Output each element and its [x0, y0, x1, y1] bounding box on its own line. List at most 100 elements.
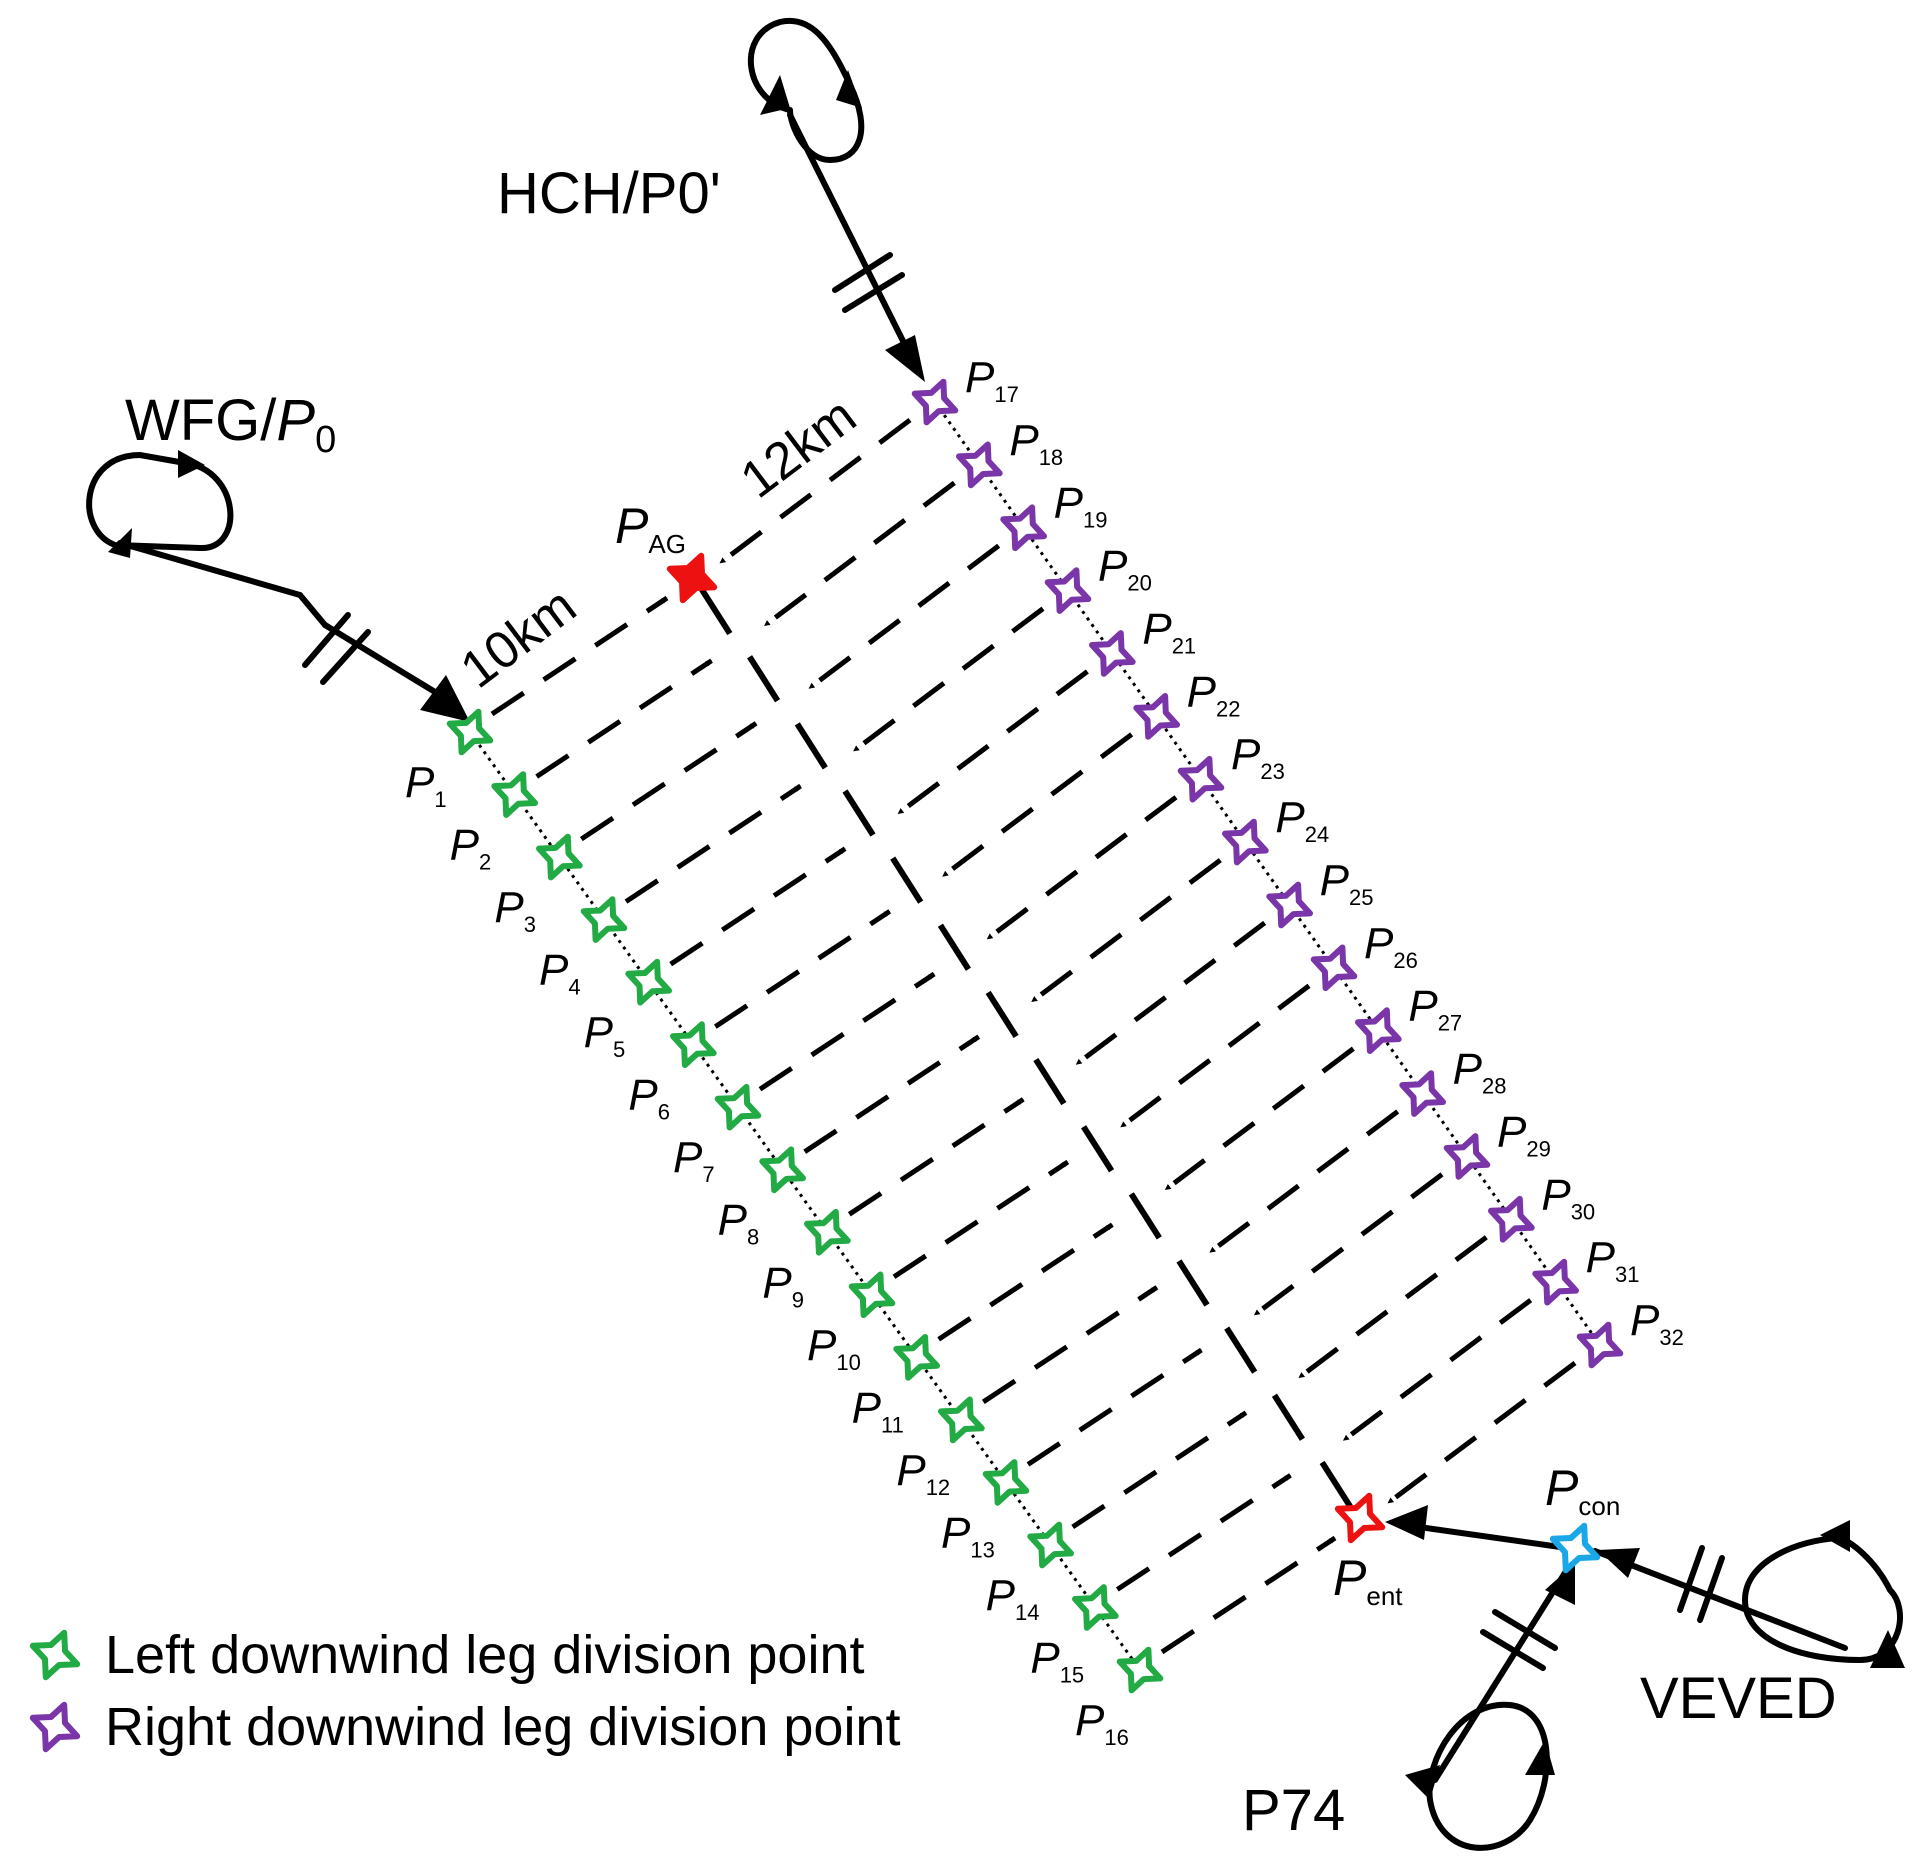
left-division-point: [848, 1271, 896, 1319]
right-point-label: P18: [1009, 416, 1063, 470]
veved-break-1: [1677, 1545, 1705, 1613]
wfg-track-3: [322, 622, 443, 698]
right-downwind-leg: [933, 401, 1602, 1346]
p74-track-arrowhead: [1545, 1563, 1575, 1605]
wfg-label: WFG/P0: [125, 388, 336, 461]
merge-tick: [794, 722, 828, 770]
left-shortcut-path: [937, 1222, 1114, 1342]
left-division-point: [446, 708, 494, 756]
right-point-label: P31: [1586, 1233, 1640, 1287]
right-division-point: [1177, 755, 1225, 803]
right-shortcut-path: [763, 480, 956, 628]
right-division-point: [1399, 1070, 1446, 1117]
hch-break-2: [842, 272, 905, 313]
right-division-point: [1133, 693, 1180, 740]
pcon-to-pent-arrowhead: [1385, 1505, 1428, 1540]
hch-holding-pattern: [747, 17, 865, 164]
right-division-point: [1044, 567, 1092, 614]
p74-holding-arrowhead-left: [1405, 1765, 1440, 1800]
right-point-label: P20: [1098, 542, 1152, 596]
hch-holding-arrowhead-left: [760, 75, 790, 115]
legend-right-star-icon: [29, 1701, 81, 1753]
route-lines: [86, 17, 1905, 1851]
left-shortcut-path: [713, 909, 892, 1029]
left-division-point: [804, 1208, 851, 1256]
merge-tick: [747, 655, 781, 703]
p74-break-2: [1492, 1609, 1558, 1651]
hch-holding-arrowhead-right: [836, 70, 862, 108]
right-shortcut-path: [941, 732, 1134, 879]
left-point-label: P13: [941, 1508, 995, 1562]
merge-tick: [699, 587, 733, 636]
right-division-point: [1355, 1007, 1402, 1054]
hch-break-1: [832, 252, 893, 293]
right-shortcut-path: [1386, 1360, 1577, 1506]
p74-break-1: [1480, 1629, 1546, 1671]
left-point-label: P8: [718, 1196, 760, 1250]
left-point-label: P10: [807, 1321, 861, 1375]
left-shortcut-path: [758, 971, 936, 1092]
left-shortcut-path: [803, 1034, 981, 1154]
right-shortcut-path: [1341, 1298, 1533, 1443]
left-division-point: [536, 833, 583, 881]
veved-holding-arrowhead-right: [1870, 1630, 1905, 1668]
left-point-label: P4: [539, 946, 581, 1000]
special-waypoints: [666, 552, 1601, 1574]
p74-label: P74: [1242, 1778, 1345, 1843]
right-division-point: [1089, 630, 1136, 677]
pcon-to-pent-track: [1402, 1522, 1563, 1550]
wfg-track-1: [117, 540, 303, 598]
right-division-point: [1310, 944, 1358, 992]
veved-track: [1592, 1548, 1848, 1651]
right-division-point: [1000, 504, 1047, 552]
left-division-point: [1072, 1584, 1119, 1631]
left-point-label: P1: [405, 758, 447, 812]
left-shortcut-path: [1160, 1535, 1337, 1655]
left-point-label: P12: [896, 1446, 950, 1500]
left-point-label: P3: [494, 883, 536, 937]
wfg-track-2: [297, 592, 328, 628]
left-downwind-leg: [468, 731, 1142, 1671]
right-division-point: [911, 378, 959, 426]
legend-left-icon: [29, 1629, 81, 1681]
right-shortcut-path: [985, 795, 1178, 941]
merge-tick: [985, 990, 1019, 1039]
right-division-point: [1488, 1195, 1535, 1243]
left-division-point: [1116, 1646, 1164, 1694]
division-points: P1P2P3P4P5P6P7P8P9P10P11P12P13P14P15P16P…: [405, 353, 1684, 1750]
distance-12km-label: 12km: [730, 387, 866, 510]
pag-point: [666, 552, 718, 604]
legend: Left downwind leg division point Right d…: [29, 1625, 900, 1757]
left-division-point: [893, 1334, 940, 1381]
right-point-label: P24: [1275, 793, 1329, 847]
right-shortcut-path: [852, 606, 1045, 753]
left-shortcut-path: [669, 846, 847, 967]
left-division-point: [491, 771, 538, 818]
left-point-label: P6: [628, 1071, 670, 1125]
left-point-label: P16: [1075, 1696, 1129, 1750]
p74-holding-arrowhead-right: [1525, 1740, 1555, 1775]
merge-tick: [1224, 1326, 1258, 1374]
veved-track-arrowhead: [1598, 1548, 1640, 1578]
left-shortcut-path: [490, 595, 669, 717]
right-point-label: P25: [1320, 856, 1374, 910]
right-point-label: P19: [1054, 479, 1108, 533]
left-shortcut-path: [535, 658, 713, 779]
p74-holding-pattern: [1426, 1701, 1550, 1851]
merge-tick: [890, 856, 924, 904]
pcon-label: Pcon: [1545, 1460, 1620, 1521]
merge-tick: [1128, 1192, 1162, 1240]
right-division-point: [1443, 1133, 1491, 1180]
shortcut-paths: [490, 418, 1577, 1655]
veved-holding-arrowhead-top: [1820, 1520, 1850, 1552]
right-shortcut-path: [1119, 983, 1311, 1129]
right-point-label: P28: [1453, 1045, 1507, 1099]
right-point-label: P32: [1630, 1296, 1684, 1350]
right-shortcut-path: [1030, 858, 1222, 1004]
right-division-point: [1266, 881, 1313, 929]
wfg-track-arrowhead: [420, 675, 470, 722]
right-point-label: P17: [965, 353, 1019, 407]
wfg-holding-arrowhead-top: [178, 450, 205, 478]
merge-tick: [937, 923, 971, 971]
merge-tick: [1081, 1125, 1115, 1173]
